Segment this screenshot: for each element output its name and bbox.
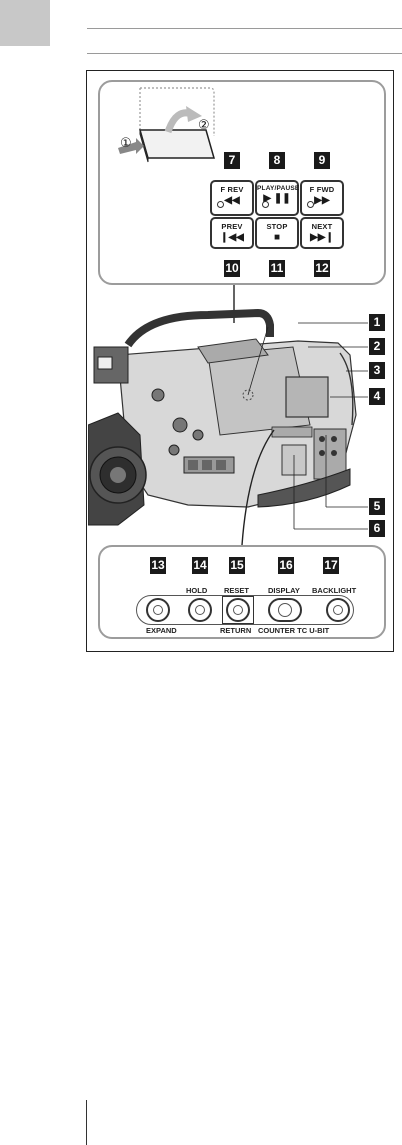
expand-label: EXPAND [146,626,177,635]
callout-6: 6 [369,520,385,537]
hold-label: HOLD [186,586,208,595]
step-1-marker: ① [120,136,132,151]
f-rev-led-icon [217,201,224,208]
play-pause-led-icon [262,201,269,208]
callout-2: 2 [369,338,385,355]
reset-label: RESET [224,586,250,595]
display-switch[interactable] [268,598,302,622]
stop-icon: ■ [273,232,281,243]
prev-label: PREV [221,222,243,231]
previous-icon: ❙◀◀ [220,232,244,243]
camcorder-illustration [88,285,368,545]
callout-17: 17 [323,557,339,574]
expand-button[interactable] [146,598,170,622]
page-tab [0,0,50,46]
display-label: DISPLAY [268,586,300,595]
play-pause-icon: ▶ ❚❚ [263,193,291,204]
stop-label: STOP [266,222,288,231]
next-button[interactable]: NEXT ▶▶❙ [300,217,344,249]
rewind-icon: ◀◀ [224,195,240,206]
callout-15: 15 [229,557,245,574]
f-rev-button[interactable]: F REV ◀◀ [210,180,254,216]
card-insertion-illustration [118,87,215,163]
display-switch-knob-icon [278,603,292,617]
callout-13: 13 [150,557,166,574]
reset-return-switch-frame [222,596,254,624]
top-detail-panel [98,80,386,285]
callout-5: 5 [369,498,385,515]
play-pause-button[interactable]: PLAY/PAUSE ▶ ❚❚ [255,180,299,216]
stop-button[interactable]: STOP ■ [255,217,299,249]
lcd-controls-panel [98,545,386,639]
prev-button[interactable]: PREV ❙◀◀ [210,217,254,249]
backlight-button[interactable] [326,598,350,622]
f-fwd-led-icon [307,201,314,208]
callout-3: 3 [369,362,385,379]
return-label: RETURN [220,626,252,635]
callout-4: 4 [369,388,385,405]
hold-button[interactable] [188,598,212,622]
figure-frame [86,70,394,652]
backlight-label: BACKLIGHT [312,586,357,595]
fast-forward-icon: ▶▶ [314,195,330,206]
callout-12: 12 [314,260,330,277]
callout-16: 16 [278,557,294,574]
reset-return-switch[interactable] [226,598,250,622]
header-rule-bottom [87,53,402,54]
next-label: NEXT [311,222,333,231]
callout-1: 1 [369,314,385,331]
header-rule-top [87,28,402,29]
callout-11: 11 [269,260,285,277]
f-rev-label: F REV [220,185,244,194]
callout-14: 14 [192,557,208,574]
callout-8: 8 [269,152,285,169]
play-pause-label: PLAY/PAUSE [257,185,300,192]
f-fwd-button[interactable]: F FWD ▶▶ [300,180,344,216]
counter-tc-ubit-label: COUNTER TC U-BIT [258,626,330,635]
callout-7: 7 [224,152,240,169]
footer-rule [86,1100,87,1145]
callout-10: 10 [224,260,240,277]
f-fwd-label: F FWD [309,185,335,194]
callout-9: 9 [314,152,330,169]
step-2-marker: ② [198,118,210,133]
next-icon: ▶▶❙ [310,232,334,243]
lcd-button-rail [136,595,354,625]
